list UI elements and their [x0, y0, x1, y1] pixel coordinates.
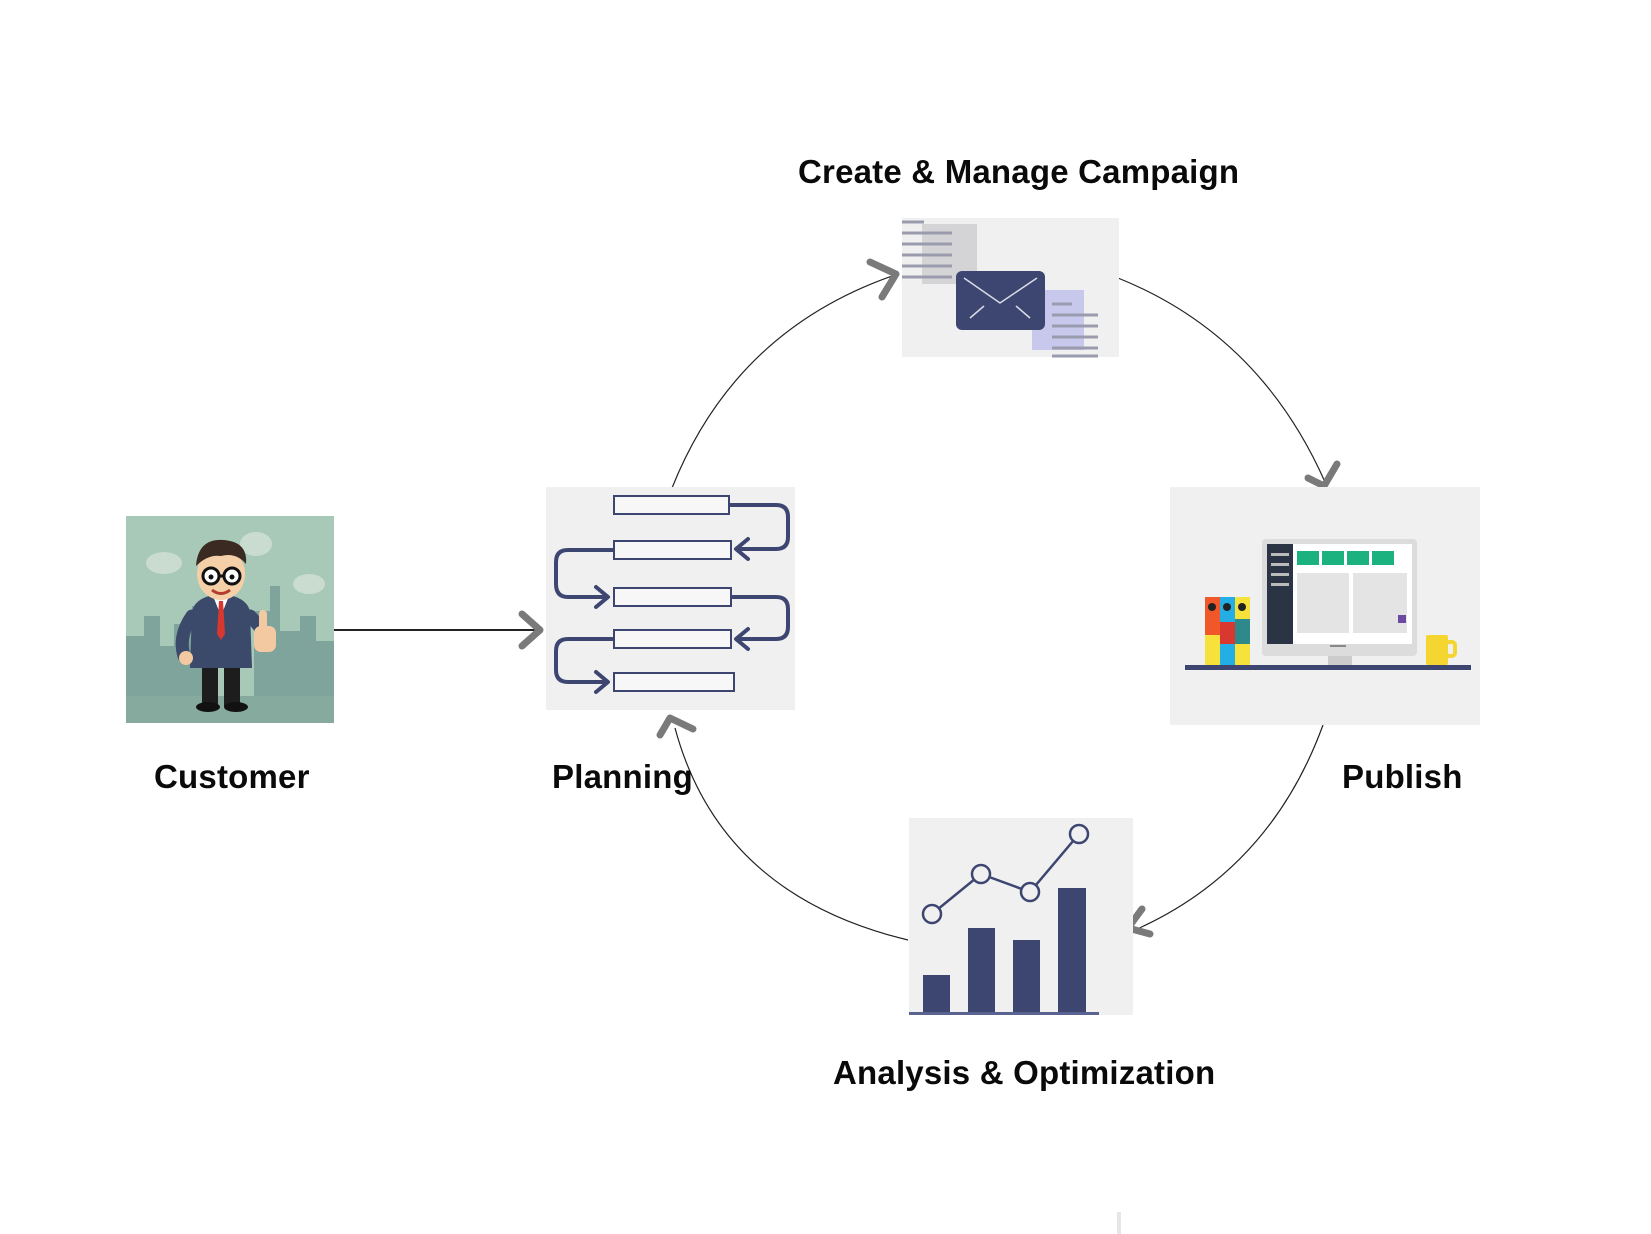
- edge-planning-to-campaign: [671, 274, 896, 489]
- node-label-publish: Publish: [1342, 758, 1463, 795]
- node-label-analysis: Analysis & Optimization: [833, 1054, 1216, 1091]
- businessman-thumbs-up-icon: [126, 516, 334, 723]
- edge-campaign-to-publish: [1117, 277, 1326, 483]
- arrowhead-into-planning-from-analysis: [656, 714, 697, 739]
- arrowhead-into-planning: [518, 610, 544, 650]
- node-label-campaign: Create & Manage Campaign: [798, 153, 1240, 190]
- connectors: [333, 274, 1326, 941]
- arrowhead-into-publish: [1304, 460, 1341, 490]
- edge-publish-to-analysis: [1134, 724, 1324, 931]
- envelope-email-icon: [902, 218, 1119, 358]
- edge-analysis-to-planning: [674, 727, 909, 941]
- flowchart-steps-icon: [546, 487, 795, 710]
- stray-mark: [1117, 1212, 1121, 1234]
- bar-line-chart-icon: [909, 818, 1133, 1015]
- arrowhead-into-campaign: [866, 258, 900, 301]
- node-label-planning: Planning: [552, 758, 693, 795]
- node-label-customer: Customer: [154, 758, 310, 795]
- desktop-monitor-dashboard-icon: [1170, 487, 1480, 725]
